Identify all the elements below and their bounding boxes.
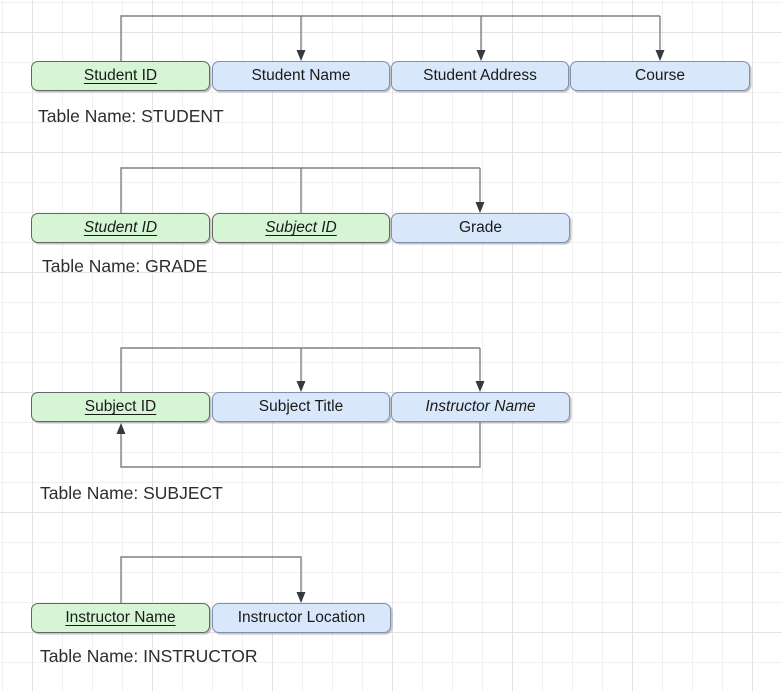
fd-arrow-subject <box>120 347 480 392</box>
fd-arrow-grade <box>120 167 480 213</box>
field-subject-title[interactable]: Subject Title <box>212 392 390 422</box>
table-caption-instructor: Table Name: INSTRUCTOR <box>40 646 258 666</box>
field-instructor-name-key[interactable]: Instructor Name <box>31 603 210 633</box>
fd-arrow-subject-transitive <box>120 422 481 468</box>
field-instructor-location[interactable]: Instructor Location <box>212 603 391 633</box>
arrowheads <box>116 50 665 603</box>
field-subject-id[interactable]: Subject ID <box>31 392 210 422</box>
field-student-id[interactable]: Student ID <box>31 61 210 91</box>
field-course[interactable]: Course <box>570 61 750 91</box>
field-grade-student-id[interactable]: Student ID <box>31 213 210 243</box>
field-grade[interactable]: Grade <box>391 213 570 243</box>
table-caption-grade: Table Name: GRADE <box>42 256 208 276</box>
field-student-name[interactable]: Student Name <box>212 61 390 91</box>
table-caption-student: Table Name: STUDENT <box>38 106 224 126</box>
field-student-address[interactable]: Student Address <box>391 61 569 91</box>
fd-arrow-instructor <box>120 556 302 603</box>
field-instructor-name[interactable]: Instructor Name <box>391 392 570 422</box>
field-grade-subject-id[interactable]: Subject ID <box>212 213 390 243</box>
fd-arrow-student <box>120 15 660 61</box>
table-caption-subject: Table Name: SUBJECT <box>40 483 223 503</box>
